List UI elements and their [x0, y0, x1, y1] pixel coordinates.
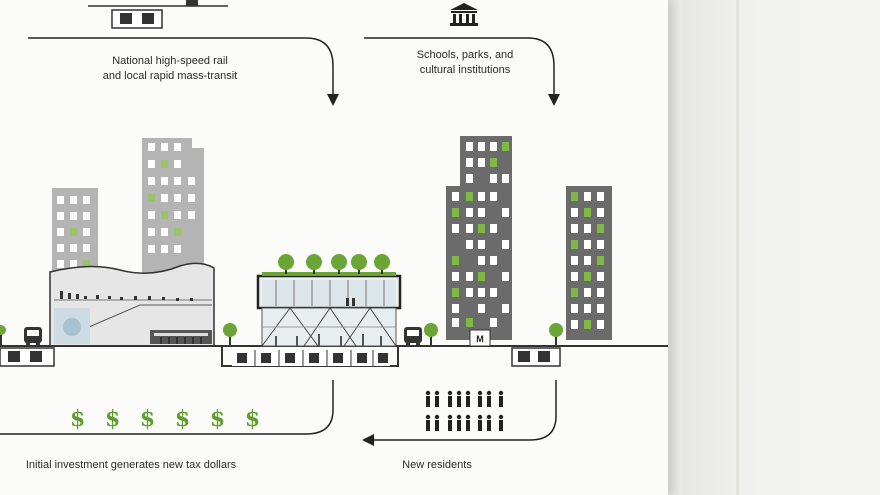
institution-icon — [450, 3, 478, 26]
gallery-wall — [682, 0, 880, 495]
rail-caption: National high-speed rail and local rapid… — [70, 54, 270, 84]
bus-icon-right — [404, 327, 422, 346]
rail-caption-line1: National high-speed rail — [112, 55, 228, 67]
tax-caption: Initial investment generates new tax dol… — [25, 459, 237, 471]
dollar-signs: $ $ $ $ $ $ — [70, 406, 267, 432]
bus-icon-left — [24, 327, 42, 346]
tax-arrow — [0, 380, 334, 435]
rail-arrow — [28, 37, 339, 106]
train-icon-left — [0, 347, 55, 367]
tree-icon-left — [0, 325, 6, 346]
top-train-icon — [88, 0, 228, 29]
diagram-artwork: M — [0, 0, 668, 446]
schools-arrow — [364, 37, 560, 106]
schools-caption-line2: cultural institutions — [419, 64, 511, 76]
rail-caption-line2: and local rapid mass-transit — [102, 70, 238, 82]
dark-tower-small — [566, 186, 612, 340]
roof-trees — [262, 254, 396, 276]
tree-icon-right — [424, 323, 563, 346]
poster-edge — [668, 0, 682, 495]
metro-sign: M — [476, 334, 484, 344]
light-tower-left — [52, 188, 98, 278]
infographic-poster: M — [0, 0, 668, 495]
tree-icon-mid — [223, 323, 237, 346]
schools-caption-line1: Schools, parks, and — [416, 49, 514, 61]
dark-tower-large: M — [446, 136, 512, 347]
light-tower-center — [142, 138, 204, 276]
glass-podium — [256, 274, 402, 347]
people-icon-group — [425, 390, 504, 431]
residents-arrow — [362, 380, 557, 446]
train-icon-right — [511, 347, 561, 367]
wall-seam — [736, 0, 739, 495]
underground-trains — [232, 350, 390, 366]
schools-caption: Schools, parks, and cultural institution… — [390, 48, 540, 78]
residents-caption: New residents — [402, 459, 472, 471]
station-building — [49, 262, 215, 347]
